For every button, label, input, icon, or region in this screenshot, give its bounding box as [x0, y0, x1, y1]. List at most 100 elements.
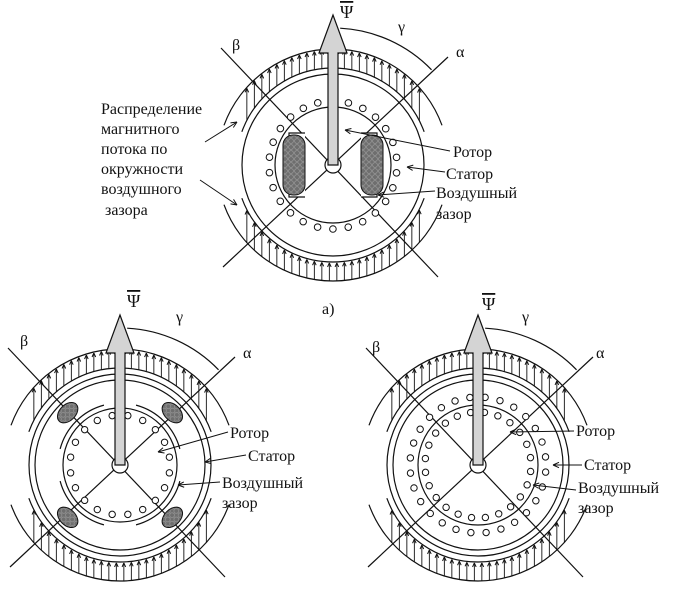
flux-arrowhead — [404, 531, 410, 537]
flux-arrowhead — [69, 549, 74, 555]
flux-arrowhead — [289, 57, 295, 62]
label-pointer-line — [199, 179, 238, 206]
flux-arrowhead — [517, 553, 522, 558]
stator-pole-shoe — [59, 404, 105, 450]
flux-arrowhead — [297, 256, 302, 262]
stator-slot — [286, 209, 295, 217]
stator-slot — [497, 525, 505, 533]
flux-arrowhead — [121, 562, 127, 568]
stator-slot — [541, 468, 550, 476]
label-pointer-arrowhead — [157, 447, 165, 454]
flux-arrowhead — [282, 60, 287, 65]
flux-arrowhead — [554, 522, 560, 527]
stator-slot — [426, 509, 434, 518]
stator-slot — [482, 528, 490, 537]
stator-pole-coil — [161, 401, 184, 424]
stator-slot — [406, 454, 415, 462]
flux-arrowhead — [159, 357, 164, 362]
stator-slot — [392, 153, 401, 162]
flux-arrowhead — [419, 544, 425, 550]
flux-arrowhead — [181, 368, 187, 374]
stator-slot — [381, 124, 390, 133]
flux-arrowhead — [114, 562, 119, 568]
stator-slot — [416, 425, 424, 433]
stator-slot — [510, 403, 518, 411]
flux-arrowhead — [494, 560, 500, 566]
alpha-label-b: α — [243, 345, 252, 362]
stator-pole-coil — [161, 506, 184, 529]
flux-arrowhead — [244, 210, 250, 215]
rotor-slot — [138, 416, 147, 425]
rotor-slot — [495, 510, 503, 518]
flux-arrowhead — [364, 54, 370, 60]
flux-arrowhead — [334, 262, 340, 268]
stator-slot — [538, 438, 546, 446]
flux-arrowhead — [46, 531, 52, 537]
flux-arrowhead — [342, 262, 347, 267]
flux-arrowhead — [196, 522, 202, 527]
gamma-angle-arc — [340, 27, 432, 71]
alpha-label-c: α — [596, 345, 605, 362]
stator-slot — [522, 509, 531, 517]
gamma-angle-arc — [485, 327, 577, 371]
flux-arrowhead — [427, 549, 432, 555]
flux-arrowhead — [524, 549, 530, 555]
flux-arrowhead — [487, 562, 492, 567]
rotor-slot — [80, 425, 89, 434]
flux-arrowhead — [364, 256, 370, 262]
flux-distribution-annotation: Распределение магнитного потока по окруж… — [101, 101, 202, 219]
stator-label-b: Статор — [248, 448, 295, 465]
stator-slot — [451, 397, 459, 405]
label-pointer-line — [157, 431, 229, 453]
rotor-slot — [66, 453, 75, 461]
flux-arrowhead — [402, 231, 407, 236]
label-pointer-arrowhead — [230, 121, 238, 128]
rotor-slot — [421, 454, 430, 463]
flux-arrowhead — [181, 538, 187, 544]
flux-arrowhead — [457, 351, 462, 356]
flux-arrowhead — [136, 351, 142, 356]
stator-slot — [359, 104, 367, 113]
rotor-slot — [151, 425, 160, 434]
flux-arrowhead — [91, 352, 97, 358]
stator-slot — [466, 393, 474, 402]
stator-slot — [265, 168, 274, 177]
flux-arrowhead — [259, 74, 265, 79]
flux-arrowhead — [144, 352, 149, 358]
flux-arrowhead — [372, 57, 377, 62]
flux-arrowhead — [404, 374, 410, 379]
air-gap-flux-inner-arc — [241, 197, 425, 263]
rotor-slot — [165, 469, 174, 477]
flux-arrowhead — [539, 538, 545, 544]
flux-arrowhead — [357, 259, 362, 264]
flux-arrowhead — [409, 222, 415, 227]
flux-arrowhead — [31, 388, 37, 393]
flux-arrowhead — [427, 360, 432, 365]
flux-arrowhead — [76, 357, 82, 362]
rotor-slot — [526, 467, 535, 476]
caption-a: а) — [322, 301, 334, 318]
flux-arrowhead — [166, 360, 172, 365]
rotor-slot — [526, 453, 535, 462]
flux-arrowhead — [389, 510, 395, 515]
air-gap-label-b: Воздушный — [222, 475, 303, 492]
stator-slot — [438, 519, 446, 527]
label-pointer-line — [509, 430, 575, 433]
rotor-slot — [516, 493, 525, 501]
flux-arrowhead — [151, 556, 157, 562]
flux-arrowhead — [394, 68, 400, 74]
flux-arrowhead — [442, 354, 447, 360]
flux-arrowhead — [494, 351, 500, 356]
rotor-slot — [442, 503, 450, 512]
rotor-slot — [432, 493, 440, 502]
stator-pole-shoe — [135, 480, 181, 526]
stator-slot — [496, 396, 504, 405]
air-gap-flux-inner-arc — [28, 497, 212, 563]
stator-slot — [409, 439, 418, 447]
air-gap-label-c: Воздушный — [578, 480, 659, 497]
label-pointer-arrowhead — [230, 199, 238, 206]
stator-slot — [467, 528, 475, 537]
stator-slot — [392, 168, 401, 177]
stator-pole-coil — [56, 401, 79, 424]
